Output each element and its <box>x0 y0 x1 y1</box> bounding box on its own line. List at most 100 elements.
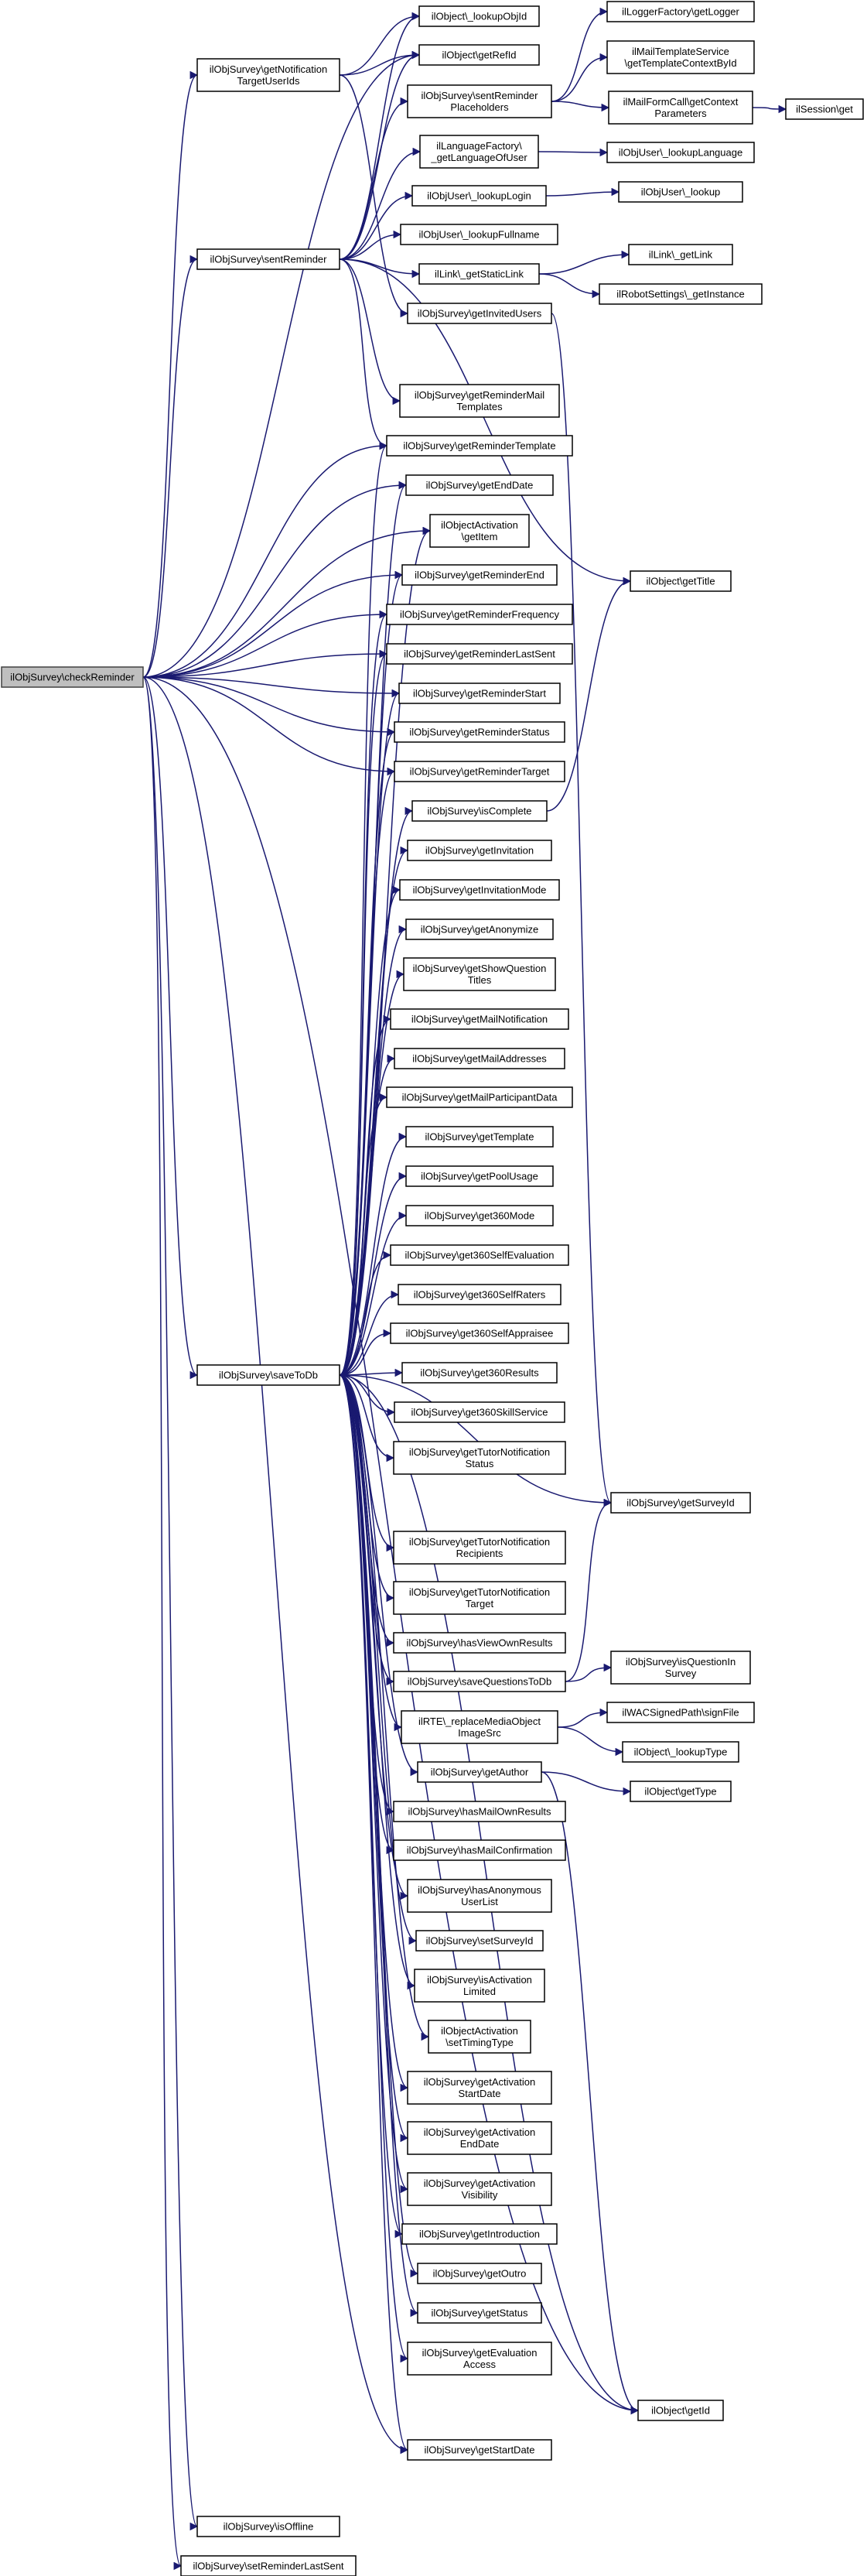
node-object-get-id[interactable]: ilObject\getId <box>637 2400 724 2421</box>
edge-check-reminder-to-get-start-date <box>142 676 409 2455</box>
node-get-template[interactable]: ilObjSurvey\getTemplate <box>405 1126 554 1148</box>
node-set-survey-id[interactable]: ilObjSurvey\setSurveyId <box>415 1930 544 1952</box>
node-get-status[interactable]: ilObjSurvey\getStatus <box>417 2302 542 2324</box>
node-has-mail-confirmation[interactable]: ilObjSurvey\hasMailConfirmation <box>393 1839 566 1861</box>
node-get-author[interactable]: ilObjSurvey\getAuthor <box>417 1761 542 1783</box>
node-user-lookup[interactable]: ilObjUser\_lookup <box>618 181 743 203</box>
node-get-item[interactable]: ilObjectActivation\getItem <box>429 514 530 548</box>
node-robot-get-instance[interactable]: ilRobotSettings\_getInstance <box>599 283 763 305</box>
node-get-logger[interactable]: ilLoggerFactory\getLogger <box>606 1 755 22</box>
node-get-reminder-status[interactable]: ilObjSurvey\getReminderStatus <box>394 721 565 743</box>
node-get-mail-participant-data[interactable]: ilObjSurvey\getMailParticipantData <box>386 1086 573 1108</box>
node-has-mail-own-results[interactable]: ilObjSurvey\hasMailOwnResults <box>393 1801 566 1822</box>
node-lookup-type[interactable]: ilObject\_lookupType <box>622 1741 739 1763</box>
node-label: ImageSrc <box>458 1727 501 1739</box>
node-lookup-language[interactable]: ilObjUser\_lookupLanguage <box>606 142 755 163</box>
node-save-questions-to-db[interactable]: ilObjSurvey\saveQuestionsToDb <box>393 1671 566 1692</box>
node-get-mail-notification[interactable]: ilObjSurvey\getMailNotification <box>390 1008 569 1030</box>
node-get360-results[interactable]: ilObjSurvey\get360Results <box>401 1362 558 1384</box>
edge-save-questions-to-db-to-is-question-in-survey <box>565 1663 613 1682</box>
node-get-pool-usage[interactable]: ilObjSurvey\getPoolUsage <box>405 1165 554 1187</box>
node-get360-self-evaluation[interactable]: ilObjSurvey\get360SelfEvaluation <box>390 1244 569 1266</box>
node-is-complete[interactable]: ilObjSurvey\isComplete <box>411 800 548 822</box>
node-get-static-link[interactable]: ilLink\_getStaticLink <box>418 263 540 285</box>
node-session-get[interactable]: ilSession\get <box>785 98 864 120</box>
node-get-reminder-start[interactable]: ilObjSurvey\getReminderStart <box>398 682 561 704</box>
node-lookup-login[interactable]: ilObjUser\_lookupLogin <box>411 185 547 207</box>
node-get-survey-id[interactable]: ilObjSurvey\getSurveyId <box>610 1492 751 1514</box>
node-get360-self-appraisee[interactable]: ilObjSurvey\get360SelfAppraisee <box>390 1322 569 1344</box>
node-box <box>630 570 732 592</box>
node-get-outro[interactable]: ilObjSurvey\getOutro <box>417 2263 542 2284</box>
node-label: ilObjSurvey\isActivation <box>427 1974 532 1986</box>
node-save-to-db[interactable]: ilObjSurvey\saveToDb <box>196 1364 340 1386</box>
node-get-tutor-notification-recipients[interactable]: ilObjSurvey\getTutorNotificationRecipien… <box>393 1531 566 1565</box>
node-sign-file[interactable]: ilWACSignedPath\signFile <box>606 1702 755 1723</box>
node-label: ilObjSurvey\getOutro <box>433 2268 527 2280</box>
node-get-language-of-user[interactable]: ilLanguageFactory\_getLanguageOfUser <box>419 135 539 169</box>
node-get-end-date[interactable]: ilObjSurvey\getEndDate <box>405 474 554 496</box>
node-get-ref-id[interactable]: ilObject\getRefId <box>418 44 540 66</box>
node-get360-mode[interactable]: ilObjSurvey\get360Mode <box>405 1205 554 1226</box>
node-is-offline[interactable]: ilObjSurvey\isOffline <box>196 2516 340 2537</box>
node-get-reminder-last-sent[interactable]: ilObjSurvey\getReminderLastSent <box>386 643 573 665</box>
node-get-template-context-by-id[interactable]: ilMailTemplateService\getTemplateContext… <box>606 40 755 74</box>
node-get-reminder-end[interactable]: ilObjSurvey\getReminderEnd <box>401 564 558 586</box>
node-get-reminder-template[interactable]: ilObjSurvey\getReminderTemplate <box>386 435 573 457</box>
node-box <box>403 957 556 991</box>
edge-sent-reminder-to-sent-reminder-placeholders <box>339 97 409 260</box>
node-get360-self-raters[interactable]: ilObjSurvey\get360SelfRaters <box>398 1284 562 1305</box>
node-object-get-type[interactable]: ilObject\getType <box>630 1781 732 1802</box>
node-check-reminder[interactable]: ilObjSurvey\checkReminder <box>1 666 144 688</box>
node-has-view-own-results[interactable]: ilObjSurvey\hasViewOwnResults <box>393 1632 566 1654</box>
node-box <box>390 1322 569 1344</box>
node-label: ilObjSurvey\checkReminder <box>10 672 135 683</box>
node-box <box>399 384 560 418</box>
node-box <box>180 2555 357 2576</box>
node-label: ilLink\_getLink <box>649 249 713 261</box>
node-get-introduction[interactable]: ilObjSurvey\getIntroduction <box>401 2223 558 2245</box>
edge-save-to-db-to-get-status <box>339 1374 419 2318</box>
node-label: ilObjSurvey\getReminderLastSent <box>404 648 555 660</box>
node-box <box>407 2172 552 2206</box>
node-get-anonymize[interactable]: ilObjSurvey\getAnonymize <box>405 919 554 940</box>
node-box <box>400 224 558 245</box>
node-sent-reminder[interactable]: ilObjSurvey\sentReminder <box>196 248 340 270</box>
node-get360-skill-service[interactable]: ilObjSurvey\get360SkillService <box>394 1401 565 1423</box>
edge-replace-media-object-image-src-to-lookup-type <box>557 1726 624 1757</box>
node-set-timing-type[interactable]: ilObjectActivation\setTimingType <box>428 2020 531 2054</box>
node-box <box>393 1581 566 1615</box>
node-get-invited-users[interactable]: ilObjSurvey\getInvitedUsers <box>407 303 552 324</box>
node-set-reminder-last-sent[interactable]: ilObjSurvey\setReminderLastSent <box>180 2555 357 2576</box>
node-get-start-date[interactable]: ilObjSurvey\getStartDate <box>407 2439 552 2461</box>
node-box <box>401 1362 558 1384</box>
node-get-invitation-mode[interactable]: ilObjSurvey\getInvitationMode <box>399 879 560 901</box>
node-get-reminder-target[interactable]: ilObjSurvey\getReminderTarget <box>394 761 565 782</box>
node-get-mail-addresses[interactable]: ilObjSurvey\getMailAddresses <box>394 1048 565 1069</box>
node-get-link[interactable]: ilLink\_getLink <box>628 244 733 265</box>
node-get-reminder-frequency[interactable]: ilObjSurvey\getReminderFrequency <box>386 604 573 625</box>
node-label: ilObjSurvey\getInvitationMode <box>413 884 547 896</box>
edge-replace-media-object-image-src-to-sign-file <box>557 1708 609 1728</box>
node-get-invitation[interactable]: ilObjSurvey\getInvitation <box>407 840 552 861</box>
edge-check-reminder-to-sent-reminder <box>142 255 199 678</box>
node-object-get-title[interactable]: ilObject\getTitle <box>630 570 732 592</box>
node-lookup-obj-id[interactable]: ilObject\_lookupObjId <box>418 5 540 27</box>
node-lookup-fullname[interactable]: ilObjUser\_lookupFullname <box>400 224 558 245</box>
node-label: ilObjSurvey\getReminderMail <box>415 389 544 401</box>
